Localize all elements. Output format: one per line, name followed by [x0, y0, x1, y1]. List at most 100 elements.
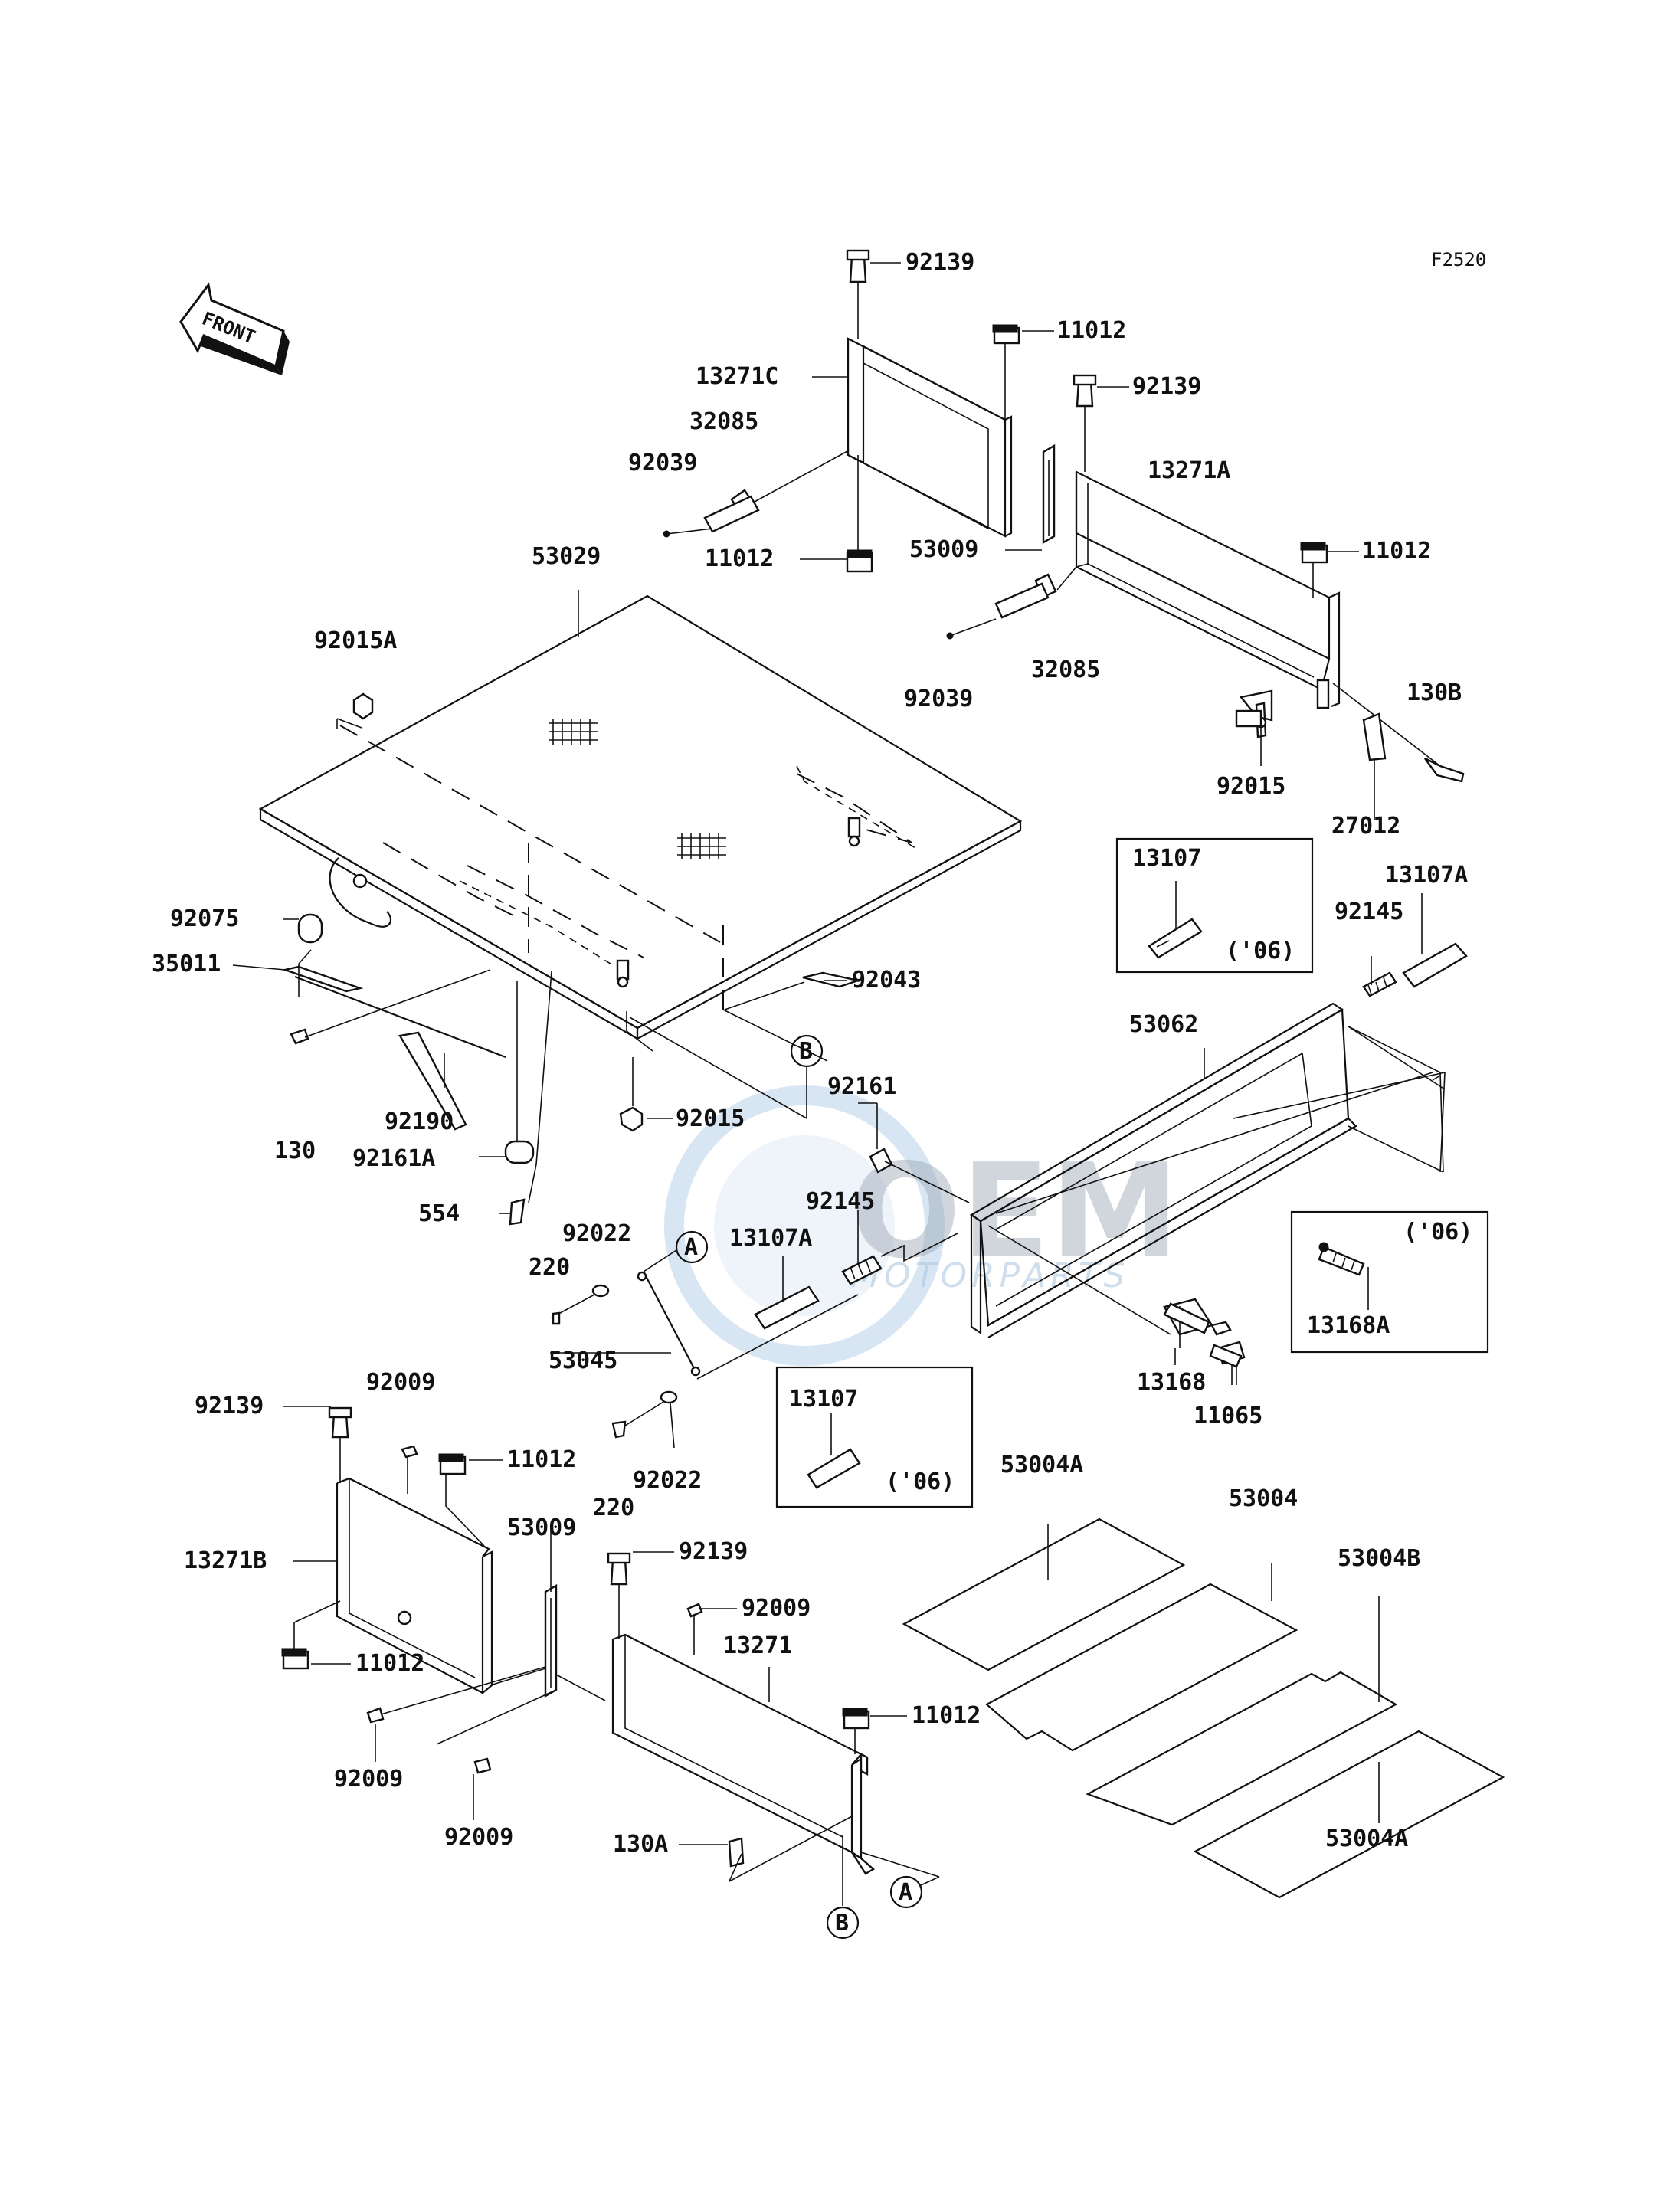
label-13271: 13271: [723, 1632, 792, 1659]
label-92022-bottom: 92022: [633, 1467, 702, 1494]
label-92009-top: 92009: [366, 1369, 435, 1396]
mat-53004: [985, 1583, 1298, 1752]
option-box-13107-top: [1115, 837, 1314, 974]
watermark-main: OEM: [850, 1136, 1180, 1288]
label-92190: 92190: [385, 1108, 454, 1135]
label-13271b: 13271B: [184, 1547, 267, 1574]
label-53009-bottom: 53009: [507, 1514, 576, 1541]
part-labels: 92139 11012 13271C 32085 92039 11012 921…: [152, 249, 1472, 1858]
side-frame-13271b: [281, 1406, 493, 1694]
label-11012-bm: 11012: [912, 1702, 981, 1729]
label-13271a: 13271A: [1148, 457, 1230, 484]
label-130b: 130B: [1407, 679, 1462, 706]
label-92009-b2: 92009: [444, 1824, 513, 1851]
watermark: OEM MOTORPARTS: [664, 1085, 1180, 1366]
ref-marker-a-mid-label: A: [684, 1234, 698, 1261]
ref-marker-b-bottom-label: B: [835, 1910, 849, 1937]
hinge-32085-right: [946, 566, 1262, 728]
label-92015-bottom: 92015: [676, 1105, 745, 1132]
ref-marker-a-bottom: [889, 1875, 923, 1909]
label-130a: 130A: [613, 1831, 668, 1858]
label-13107-box1: 13107: [1132, 845, 1201, 872]
mat-53004a-bottom: [1193, 1730, 1505, 1899]
label-92015a: 92015A: [314, 627, 397, 654]
label-92075: 92075: [170, 905, 239, 932]
label-53004a-top: 53004A: [1000, 1452, 1083, 1478]
label-92139-mid: 92139: [1132, 373, 1201, 400]
label-53029: 53029: [532, 543, 601, 570]
pin-13168a: [1318, 1242, 1369, 1310]
label-35011: 35011: [152, 951, 221, 977]
cable-53045: A: [551, 1230, 859, 1449]
cargo-bed-53029: [258, 594, 1023, 1119]
label-92009-bm: 92009: [742, 1595, 811, 1622]
label-06-box1: ('06): [1226, 938, 1295, 964]
hinge-32085-left: [663, 450, 850, 538]
label-130: 130: [274, 1138, 316, 1164]
front-arrow-icon: FRONT: [179, 282, 290, 375]
label-13107a-mid: 13107A: [729, 1225, 812, 1252]
mat-53004a-top: [902, 1518, 1186, 1671]
label-13168a: 13168A: [1307, 1312, 1390, 1339]
pin-13168: [1163, 1302, 1243, 1368]
option-box-13168a: [1290, 1210, 1489, 1354]
bed-grid-mark-1: [549, 719, 598, 745]
mat-53004b: [1086, 1671, 1398, 1826]
label-11012-bl2: 11012: [355, 1650, 424, 1677]
label-13107-box2: 13107: [789, 1386, 858, 1413]
label-92139-bl: 92139: [195, 1393, 264, 1419]
label-92043: 92043: [852, 967, 921, 994]
pin-13107-top: [1148, 881, 1203, 959]
watermark-sub: MOTORPARTS: [850, 1256, 1130, 1295]
ref-marker-b-top-label: B: [799, 1038, 813, 1065]
label-92022-top: 92022: [562, 1220, 631, 1247]
floor-mats: [902, 1518, 1505, 1899]
label-220-bottom: 220: [593, 1495, 634, 1521]
label-32085-left: 32085: [689, 408, 758, 435]
option-box-13107-bottom: [775, 1366, 974, 1508]
label-32085-right: 32085: [1031, 656, 1100, 683]
label-11012-top: 11012: [1057, 317, 1126, 344]
label-92139-bm: 92139: [679, 1538, 748, 1565]
label-92039-left: 92039: [628, 450, 697, 476]
ref-marker-a-mid: [675, 1230, 709, 1264]
leader-lines: [232, 262, 1446, 1845]
label-13271c: 13271C: [696, 363, 778, 390]
post-53009-bottom: [366, 1527, 606, 1774]
label-11065: 11065: [1194, 1403, 1262, 1429]
side-frame-13271: B A: [607, 1552, 940, 1940]
label-53062: 53062: [1129, 1011, 1198, 1038]
pin-13107-bottom: [807, 1413, 861, 1489]
label-92015-right: 92015: [1217, 773, 1285, 800]
bed-grid-mark-2: [677, 833, 726, 859]
label-53045: 53045: [549, 1347, 617, 1374]
label-27012: 27012: [1331, 813, 1400, 840]
label-92161: 92161: [827, 1073, 896, 1100]
label-92039-right: 92039: [904, 686, 973, 712]
label-11012-bl: 11012: [507, 1446, 576, 1473]
label-92009-b1: 92009: [334, 1766, 403, 1793]
label-53004a-bottom: 53004A: [1325, 1825, 1408, 1852]
label-13168: 13168: [1137, 1369, 1206, 1396]
label-220-top: 220: [529, 1254, 570, 1281]
pin-13107a-mid: [754, 1256, 820, 1330]
label-06-box3: ('06): [1403, 1219, 1472, 1246]
label-92145-mid: 92145: [806, 1188, 875, 1215]
spring-92145-mid: [841, 1210, 958, 1285]
pin-13107a-top: [1362, 893, 1468, 997]
label-06-box2: ('06): [886, 1468, 955, 1495]
label-11012-right: 11012: [1362, 538, 1431, 565]
label-53004: 53004: [1229, 1485, 1298, 1512]
label-92139-top: 92139: [905, 249, 974, 276]
label-92145-top: 92145: [1335, 899, 1403, 925]
label-92161a: 92161A: [352, 1145, 435, 1172]
label-13107a-top: 13107A: [1385, 862, 1468, 889]
side-frame-13271c: [846, 249, 1020, 573]
side-frame-13271a: [1042, 374, 1465, 820]
label-53009-top: 53009: [909, 536, 978, 563]
bed-hardware: B: [281, 692, 862, 1226]
ref-marker-a-bottom-label: A: [899, 1879, 912, 1906]
ref-marker-b-bottom: [826, 1906, 860, 1940]
label-11012-mid: 11012: [705, 545, 774, 572]
